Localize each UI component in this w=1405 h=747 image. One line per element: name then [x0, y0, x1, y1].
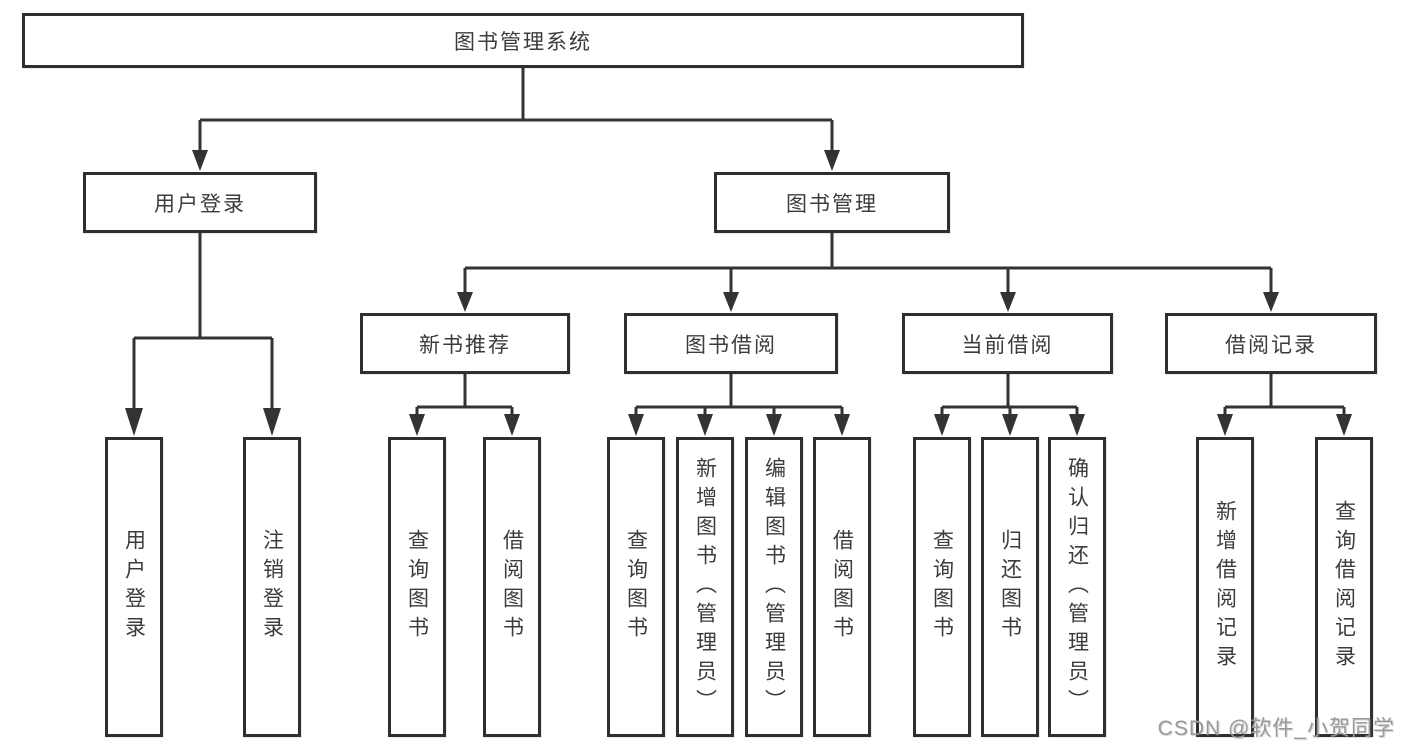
leaf-bb-borrow-books: 借阅图书	[813, 437, 871, 737]
leaf-cb-return-books: 归还图书	[981, 437, 1039, 737]
leaf-rec-query-borrow-record: 查询借阅记录	[1315, 437, 1373, 737]
leaf-rec-add-borrow-record: 新增借阅记录	[1196, 437, 1254, 737]
leaf-cb-return-books-label: 归还图书	[998, 529, 1022, 645]
node-book-borrow: 图书借阅	[624, 313, 838, 374]
leaf-bb-query-books-label: 查询图书	[624, 529, 648, 645]
leaf-cb-query-books: 查询图书	[913, 437, 971, 737]
node-user-login: 用户登录	[83, 172, 317, 233]
node-root-label: 图书管理系统	[454, 30, 592, 54]
node-book-management-label: 图书管理	[786, 192, 878, 216]
leaf-bb-query-books: 查询图书	[607, 437, 665, 737]
leaf-rec-add-borrow-record-label: 新增借阅记录	[1213, 500, 1237, 674]
node-current-borrow-label: 当前借阅	[961, 333, 1054, 357]
csdn-watermark: CSDN @软件_小贺同学	[1157, 717, 1395, 740]
node-root: 图书管理系统	[22, 13, 1024, 68]
node-current-borrow: 当前借阅	[902, 313, 1113, 374]
leaf-nb-borrow-books: 借阅图书	[483, 437, 541, 737]
leaf-cb-confirm-return-admin-label: 确认归还（管理员）	[1065, 456, 1089, 718]
node-borrow-records-label: 借阅记录	[1225, 333, 1317, 357]
leaf-nb-query-books-label: 查询图书	[405, 529, 429, 645]
leaf-cb-confirm-return-admin: 确认归还（管理员）	[1048, 437, 1106, 737]
leaf-nb-query-books: 查询图书	[388, 437, 446, 737]
node-new-book-recommend: 新书推荐	[360, 313, 570, 374]
leaf-cb-query-books-label: 查询图书	[930, 529, 954, 645]
leaf-rec-query-borrow-record-label: 查询借阅记录	[1332, 500, 1356, 674]
leaf-bb-edit-books-admin-label: 编辑图书（管理员）	[762, 456, 786, 718]
leaf-nb-borrow-books-label: 借阅图书	[500, 529, 524, 645]
leaf-bb-borrow-books-label: 借阅图书	[830, 529, 854, 645]
leaf-user-login-label: 用户登录	[122, 529, 146, 645]
leaf-logout-login-label: 注销登录	[260, 529, 284, 645]
node-book-borrow-label: 图书借阅	[685, 333, 777, 357]
node-user-login-label: 用户登录	[154, 192, 246, 216]
leaf-logout-login: 注销登录	[243, 437, 301, 737]
leaf-bb-edit-books-admin: 编辑图书（管理员）	[745, 437, 803, 737]
leaf-bb-add-books-admin-label: 新增图书（管理员）	[693, 456, 717, 718]
leaf-user-login: 用户登录	[105, 437, 163, 737]
node-borrow-records: 借阅记录	[1165, 313, 1377, 374]
leaf-bb-add-books-admin: 新增图书（管理员）	[676, 437, 734, 737]
node-new-book-recommend-label: 新书推荐	[419, 333, 511, 357]
node-book-management: 图书管理	[714, 172, 950, 233]
